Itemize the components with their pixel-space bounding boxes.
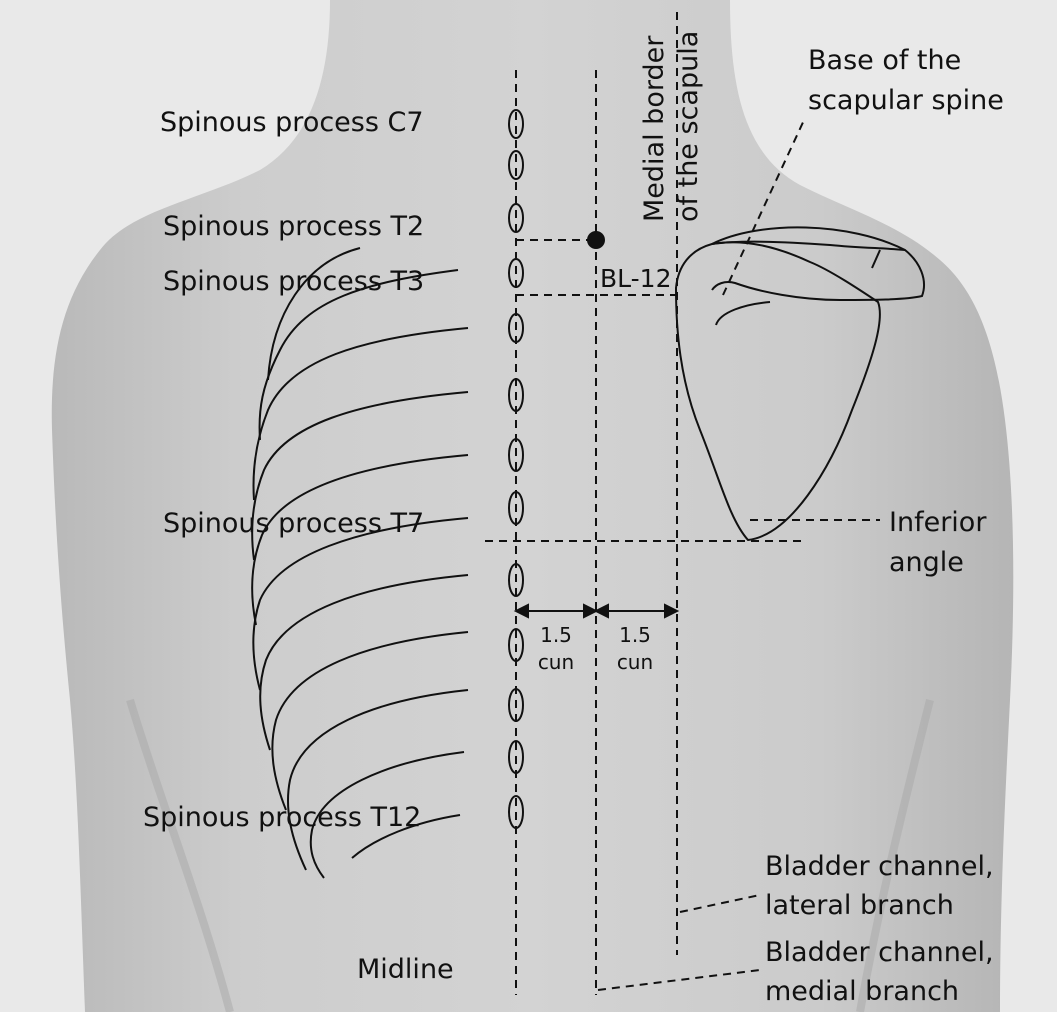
label-lateral-branch-2: lateral branch — [765, 890, 954, 921]
torso-silhouette — [51, 0, 1014, 1012]
label-lateral-branch-1: Bladder channel, — [765, 851, 994, 882]
bl12-point — [587, 231, 605, 249]
label-bl12: BL-12 — [600, 264, 672, 293]
label-cun-left-2: cun — [537, 650, 575, 674]
label-inferior-angle-1: Inferior — [889, 507, 987, 538]
scapular-spine — [711, 240, 925, 302]
label-cun-right-2: cun — [616, 650, 654, 674]
label-inferior-angle-2: angle — [889, 547, 964, 578]
rib-1 — [267, 247, 361, 381]
label-t2: Spinous process T2 — [163, 211, 425, 242]
rib-4 — [251, 391, 469, 561]
label-medial-border-1: Medial border — [639, 35, 670, 222]
label-medial-branch-2: medial branch — [765, 976, 960, 1007]
scapula-outline — [674, 241, 881, 542]
label-medial-branch-1: Bladder channel, — [765, 937, 994, 968]
label-medial-border-2: of the scapula — [673, 30, 704, 222]
rib-11 — [351, 814, 461, 859]
label-scapular-spine-1: Base of the — [808, 45, 962, 76]
label-midline: Midline — [357, 954, 454, 985]
label-t12: Spinous process T12 — [143, 802, 422, 833]
rib-7 — [259, 574, 469, 751]
label-t3: Spinous process T3 — [163, 266, 425, 297]
rib-8 — [271, 631, 469, 811]
rib-3 — [252, 327, 469, 501]
cun-arrows — [513, 603, 680, 619]
rib-5 — [251, 454, 469, 626]
label-cun-right-1: 1.5 — [619, 623, 651, 647]
rib-6 — [252, 517, 469, 691]
rib-2 — [258, 269, 459, 441]
rib-9 — [287, 689, 469, 871]
label-cun-left-1: 1.5 — [540, 623, 572, 647]
label-t7: Spinous process T7 — [163, 508, 425, 539]
label-c7: Spinous process C7 — [160, 107, 424, 138]
guide-lines — [485, 12, 880, 995]
label-scapular-spine-2: scapular spine — [808, 85, 1004, 116]
rib-10 — [309, 751, 465, 879]
